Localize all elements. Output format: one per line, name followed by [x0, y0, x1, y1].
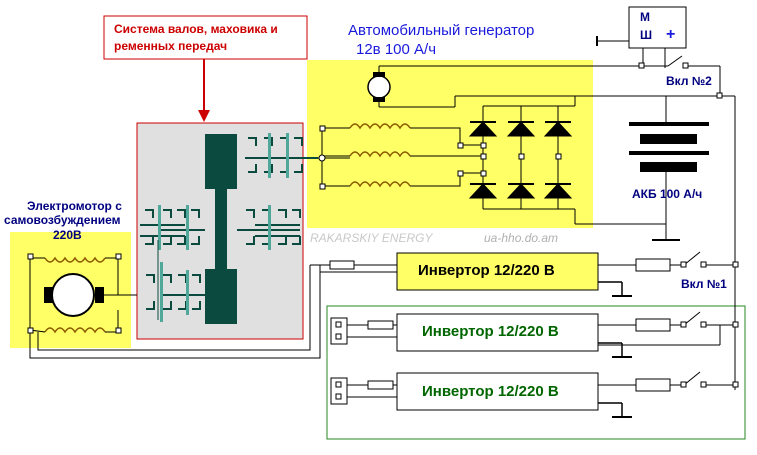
battery-label: АКБ 100 А/ч [632, 187, 703, 201]
relay-label-sh: Ш [640, 28, 653, 42]
generator-area [307, 60, 593, 228]
generator-coils [349, 123, 411, 188]
relay-label-m: М [640, 10, 650, 24]
relay-plus: + [666, 26, 676, 43]
extra-inverters-frame [326, 305, 746, 440]
switch2-label: Вкл №2 [666, 74, 712, 88]
electric-motor [27, 253, 330, 359]
shaft-annotation-line1: Система валов, маховика и [114, 22, 278, 36]
shaft-annotation-box [103, 15, 308, 60]
inverter3-box [396, 372, 599, 411]
shaft-annotation-line2: ременных передач [114, 39, 228, 53]
battery [575, 96, 709, 241]
inverter3-label: Инвертор 12/220 В [422, 383, 559, 400]
motor-title-line1: Электромотор с [27, 199, 122, 213]
inverter2-box [396, 313, 599, 352]
watermark: RAKARSKIY ENERGY [310, 231, 433, 245]
motor-title-line3: 220В [53, 228, 82, 242]
switch1-label: Вкл №1 [681, 277, 727, 291]
shaft-flywheel-system [140, 133, 318, 324]
website: ua-hho.do.am [484, 231, 559, 245]
relay-box [628, 6, 687, 49]
inverter2-label: Инвертор 12/220 В [422, 323, 559, 340]
motor-title-line2: самовозбуждением [4, 213, 121, 227]
generator-title-line2: 12в 100 А/ч [356, 41, 437, 58]
inverter1-label: Инвертор 12/220 В [418, 262, 555, 279]
red-arrow [198, 110, 210, 122]
inverter1-box [396, 252, 599, 291]
generator-title-line1: Автомобильный генератор [348, 22, 535, 39]
